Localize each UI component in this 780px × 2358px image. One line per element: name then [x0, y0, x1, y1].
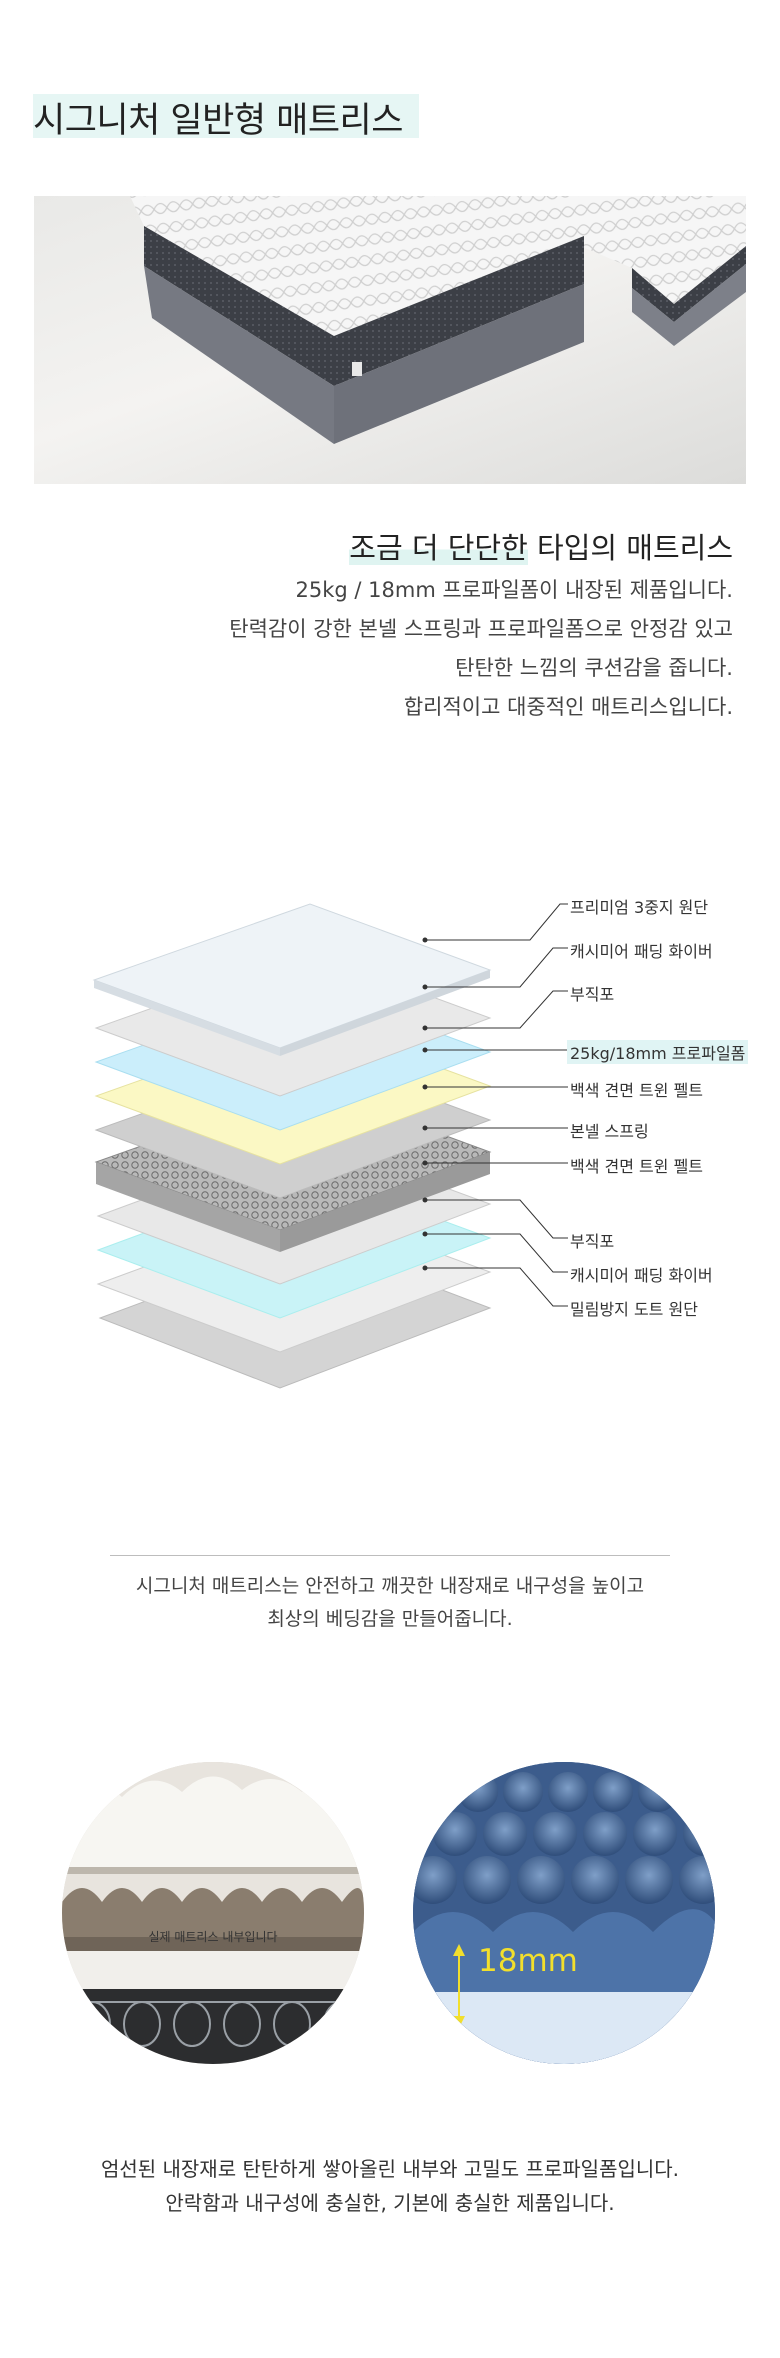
closing-line-1: 엄선된 내장재로 탄탄하게 쌓아올린 내부와 고밀도 프로파일폼입니다.: [100, 2157, 680, 2181]
intro-line-4: 합리적이고 대중적인 매트리스입니다.: [403, 695, 733, 719]
layer-label-4: 25kg/18mm 프로파일폼: [567, 1040, 749, 1064]
layer-label-9: 캐시미어 패딩 화이버: [570, 1266, 713, 1285]
intro-line-3: 탄탄한 느낌의 쿠션감을 줍니다.: [455, 656, 733, 680]
intro-heading-highlight: 조금 더 단단한: [349, 531, 528, 565]
foam-photo: [413, 1762, 715, 2064]
intro-heading: 조금 더 단단한 타입의 매트리스: [349, 525, 733, 567]
layer-top-fabric: [92, 903, 492, 1056]
layer-label-5: 백색 견면 트윈 펠트: [570, 1081, 704, 1100]
interior-photo: [62, 1762, 364, 2064]
foam-illustration: [413, 1762, 715, 2064]
interior-caption: 실제 매트리스 내부입니다: [148, 1930, 278, 1944]
mattress-illustration: [130, 196, 746, 444]
intro-heading-rest: 타입의 매트리스: [527, 531, 733, 565]
section-divider: [110, 1555, 670, 1556]
leader-lines: [425, 903, 568, 1307]
layer-label-7: 백색 견면 트윈 펠트: [570, 1157, 704, 1176]
foam-thickness-label: 18mm: [478, 1943, 578, 1979]
layer-label-8: 부직포: [570, 1232, 615, 1251]
closing-line-2: 안락함과 내구성에 충실한, 기본에 충실한 제품입니다.: [165, 2191, 615, 2215]
title-highlight: [33, 94, 419, 138]
layer-label-1: 프리미엄 3중지 원단: [570, 898, 709, 917]
leader-dots: [422, 937, 428, 1271]
interior-illustration: [62, 1762, 364, 2064]
layer-label-6: 본넬 스프링: [570, 1122, 649, 1141]
layer-label-10: 밀림방지 도트 원단: [570, 1300, 698, 1319]
intro-line-1: 25kg / 18mm 프로파일폼이 내장된 제품입니다.: [295, 578, 733, 602]
page-title: 시그니처 일반형 매트리스: [33, 101, 403, 141]
intro-line-2: 탄력감이 강한 본넬 스프링과 프로파일폼으로 안정감 있고: [229, 617, 733, 641]
layer-label-2: 캐시미어 패딩 화이버: [570, 942, 713, 961]
summary-line-1: 시그니처 매트리스는 안전하고 깨끗한 내장재로 내구성을 높이고: [135, 1575, 645, 1597]
layer-label-3: 부직포: [570, 985, 615, 1004]
title-block: 시그니처 일반형 매트리스: [33, 92, 419, 143]
layer-diagram: 프리미엄 3중지 원단 캐시미어 패딩 화이버 부직포 25kg/18mm 프로…: [0, 880, 780, 1400]
layer-stack-illustration: [92, 903, 568, 1389]
mattress-photo: [34, 196, 746, 484]
summary-line-2: 최상의 베딩감을 만들어줍니다.: [267, 1608, 513, 1630]
